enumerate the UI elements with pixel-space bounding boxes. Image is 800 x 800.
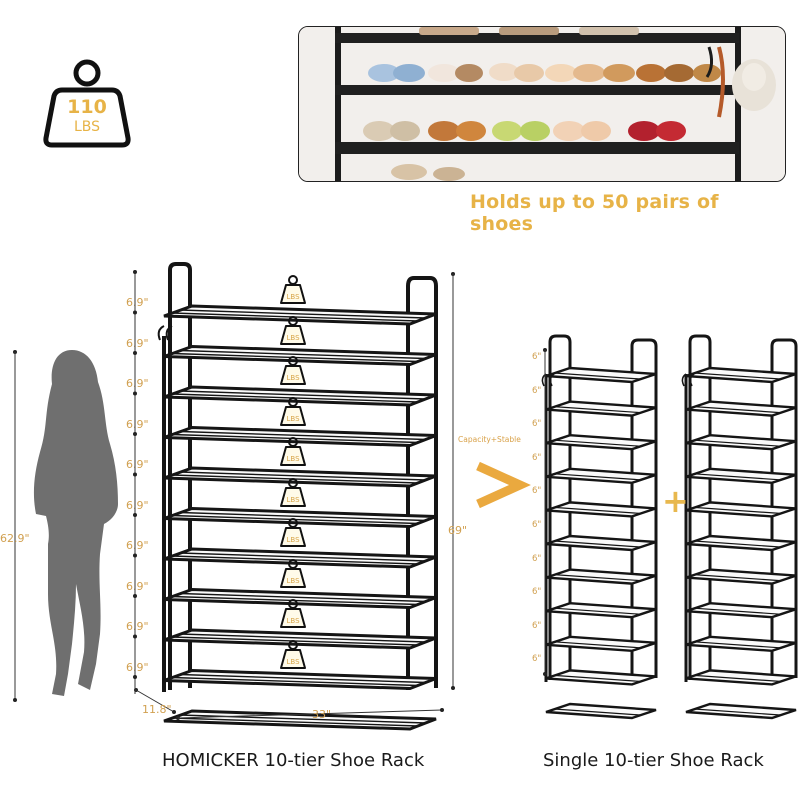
main-width-label: 33" (312, 708, 332, 721)
tier-weight-unit: LBS (286, 617, 300, 625)
rack-post-left (688, 334, 712, 680)
tier-weight-icon: LBS (280, 437, 306, 466)
tier-spacing-label: 6.9" (126, 579, 149, 593)
rack-shelf (685, 601, 797, 619)
tier-spacing-label: 6.9" (126, 539, 149, 552)
tier-weight-unit: LBS (286, 658, 300, 666)
tier-weight-unit: LBS (286, 536, 300, 544)
rack-post-left-back (168, 262, 192, 690)
tier-spacing-label: 6.9" (126, 458, 149, 471)
rack-post-right (406, 276, 438, 690)
rack-shelf (545, 467, 657, 485)
shoes-row-1 (368, 63, 721, 82)
rack-shelf (685, 669, 797, 686)
capacity-label: Capacity+Stable (458, 435, 521, 444)
single-tier-spacing-label: 6" (532, 620, 542, 631)
weight-icon (43, 59, 131, 148)
tier-weight-icon: LBS (280, 275, 306, 304)
single-rack-title: Single 10-tier Shoe Rack (543, 750, 764, 771)
tier-spacing-label: 6.9" (126, 336, 149, 350)
tier-tick-line (133, 270, 137, 694)
tier-weight-unit: LBS (286, 415, 300, 423)
rack-post-right (770, 338, 798, 680)
main-rack-title: HOMICKER 10-tier Shoe Rack (162, 750, 425, 771)
tier-weight-icon: LBS (280, 639, 306, 669)
photo-caption: Holds up to 50 pairs of shoes (470, 191, 719, 235)
rack-shelf (545, 400, 657, 417)
rack-shelf (685, 501, 797, 518)
tier-weight-unit: LBS (286, 374, 300, 382)
tier-weight-unit: LBS (286, 577, 300, 585)
rack-shelf (545, 366, 657, 384)
rack-shelf (545, 601, 657, 619)
rack-shelf (545, 702, 657, 720)
tier-weight-unit: LBS (286, 455, 300, 463)
tier-spacing-label: 6.9" (126, 377, 149, 390)
tier-spacing-label: 6.9" (126, 296, 149, 309)
main-width-line (176, 708, 444, 720)
single-shoe-rack-2 (681, 334, 798, 720)
main-height-label: 69" (448, 524, 468, 537)
tier-weight-icon: LBS (280, 599, 306, 628)
single-tier-spacing-label: 6" (532, 654, 542, 665)
rack-shelf (545, 635, 657, 653)
single-tier-spacing-label: 6" (532, 352, 542, 362)
tier-weight-unit: LBS (286, 496, 300, 504)
single-tier-spacing-label: 6" (532, 587, 542, 598)
rack-shelf (685, 433, 797, 451)
rack-shelf (545, 534, 657, 552)
shoe-rack-photo (298, 26, 786, 182)
tier-weight-unit: LBS (286, 293, 300, 301)
rack-shelf (685, 534, 797, 552)
rack-hook (157, 325, 173, 341)
rack-post-left (548, 334, 572, 680)
weight-unit: LBS (73, 119, 101, 135)
person-silhouette (33, 350, 119, 696)
rack-post-right (630, 338, 658, 680)
rack-shelf (545, 501, 657, 518)
single-shoe-rack-1 (541, 334, 658, 720)
greater-than-icon (476, 461, 531, 509)
main-depth-label: 11.8" (142, 703, 172, 716)
rack-shelf (685, 467, 797, 485)
shoes-row-2 (363, 121, 686, 141)
tier-spacing-label: 6.9" (126, 620, 149, 633)
tier-weight-unit: LBS (286, 334, 300, 342)
single-tier-spacing-label: 6" (532, 486, 542, 497)
main-shoe-rack (157, 262, 438, 731)
tier-weight-icon: LBS (280, 396, 306, 426)
weight-badge: 110 LBS (43, 56, 131, 148)
tier-spacing-label: 6.9" (126, 660, 149, 674)
rack-shelf (685, 568, 797, 585)
tier-weight-icon: LBS (280, 477, 306, 507)
rack-shelf (685, 702, 797, 720)
main-height-line (451, 272, 455, 690)
rack-shelf (685, 366, 797, 384)
single-tier-spacing-label: 6" (532, 553, 542, 564)
rack-shelf (685, 400, 797, 417)
tier-weight-icon: LBS (280, 315, 306, 345)
rack-shelf (545, 568, 657, 585)
tier-weight-icon: LBS (280, 518, 306, 547)
rack-hook (681, 373, 695, 387)
single-tier-spacing-label: 6" (532, 419, 542, 430)
single-height-line (543, 348, 547, 676)
tier-spacing-label: 6.9" (126, 417, 149, 431)
weight-value: 110 (67, 96, 107, 118)
rack-shelf (163, 668, 437, 691)
single-tier-spacing-label: 6" (532, 520, 542, 530)
tier-spacing-label: 6.9" (126, 498, 149, 512)
single-tier-spacing-label: 6" (532, 452, 542, 463)
plus-icon: + (662, 482, 689, 520)
rack-shelf (545, 669, 657, 686)
person-height-line (13, 350, 17, 702)
rack-shelf (545, 433, 657, 451)
single-tier-spacing-label: 6" (532, 385, 542, 396)
rack-shelf (685, 635, 797, 653)
tier-weight-icon: LBS (280, 558, 306, 588)
tier-weight-icon: LBS (280, 356, 306, 385)
person-height-label: 62.9" (0, 532, 30, 545)
